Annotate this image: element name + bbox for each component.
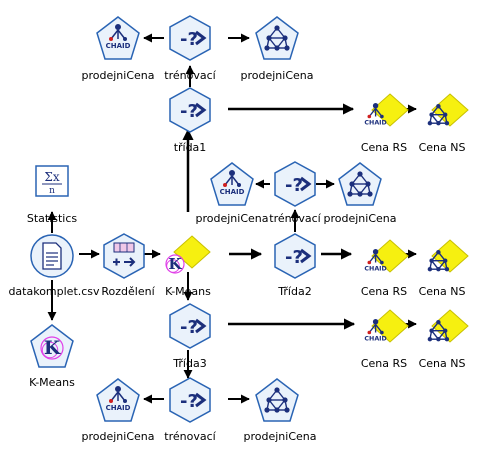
node-net-top-label: prodejniCena (240, 69, 314, 82)
chaid-model-node-icon: CHAID (364, 309, 409, 343)
node-net-mid-label: prodejniCena (323, 212, 397, 225)
chaid-model-node-icon: CHAID (364, 93, 409, 127)
net-node-icon (255, 378, 299, 422)
source-node-icon (30, 234, 74, 278)
svg-text:n: n (49, 186, 55, 196)
node-train-bot-label: trénovací (164, 430, 216, 443)
svg-text:CHAID: CHAID (364, 336, 386, 343)
node-kmeans-build-label: K-Means (29, 376, 75, 389)
svg-text:K: K (44, 337, 61, 359)
net-model-node-icon (427, 93, 469, 127)
node-cena-rs-3-label: Cena RS (360, 357, 408, 370)
chaid-model-node-icon: CHAID (364, 239, 409, 273)
node-source-label: datakomplet.csv (8, 285, 100, 298)
node-net-top[interactable] (253, 14, 301, 62)
node-net-mid[interactable] (336, 160, 384, 208)
node-trida3-label: Třída3 (173, 357, 207, 370)
node-statistics[interactable]: Σx n (28, 160, 76, 208)
node-train-mid-label: trénovací (269, 212, 321, 225)
node-net-bot[interactable] (253, 376, 301, 424)
net-node-icon (255, 16, 299, 60)
svg-text:CHAID: CHAID (364, 266, 386, 273)
hex-node-icon: -? (274, 161, 316, 207)
node-chaid-bot[interactable]: CHAID (94, 376, 142, 424)
node-cena-ns-1[interactable] (420, 90, 469, 138)
svg-text:CHAID: CHAID (106, 404, 131, 412)
kmeans-model-node-icon: K (165, 235, 211, 274)
node-kmeans-model-label: K-Means (165, 285, 211, 298)
node-kmeans-build[interactable]: K (28, 322, 76, 370)
node-statistics-label: Statistics (26, 212, 78, 225)
chaid-node-icon: CHAID (96, 16, 140, 60)
svg-text:Σx: Σx (44, 170, 59, 184)
node-cena-rs-1-label: Cena RS (360, 141, 408, 154)
node-cena-ns-3[interactable] (420, 306, 469, 354)
node-trida2-label: Třída2 (278, 285, 312, 298)
node-chaid-mid[interactable]: CHAID (208, 160, 256, 208)
net-model-node-icon (427, 309, 469, 343)
partition-node-icon (103, 233, 145, 279)
node-cena-rs-1[interactable]: CHAID (360, 90, 409, 138)
net-model-node-icon (427, 239, 469, 273)
kmeans-node-icon: K (30, 324, 74, 368)
node-trida1[interactable]: -? (166, 86, 214, 134)
node-cena-ns-2[interactable] (420, 236, 469, 284)
node-kmeans-model[interactable]: K (162, 232, 211, 280)
chaid-node-icon: CHAID (210, 162, 254, 206)
node-train-mid[interactable]: -? (271, 160, 319, 208)
node-cena-ns-2-label: Cena NS (418, 285, 466, 298)
node-source[interactable] (28, 232, 76, 280)
hex-node-icon: -? (169, 377, 211, 423)
chaid-node-icon: CHAID (96, 378, 140, 422)
node-train-top-label: trénovací (164, 69, 216, 82)
svg-text:CHAID: CHAID (106, 42, 131, 50)
hex-node-icon: -? (274, 233, 316, 279)
node-cena-rs-2-label: Cena RS (360, 285, 408, 298)
net-node-icon (338, 162, 382, 206)
node-partition-label: Rozdělení (101, 285, 155, 298)
hex-node-icon: -? (169, 303, 211, 349)
node-chaid-mid-label: prodejniCena (195, 212, 269, 225)
svg-text:-?: -? (180, 317, 198, 338)
node-trida2[interactable]: -? (271, 232, 319, 280)
statistics-node-icon: Σx n (35, 165, 69, 197)
node-trida1-label: třída1 (173, 141, 207, 154)
node-cena-rs-2[interactable]: CHAID (360, 236, 409, 284)
node-chaid-top[interactable]: CHAID (94, 14, 142, 62)
node-trida3[interactable]: -? (166, 302, 214, 350)
svg-text:CHAID: CHAID (364, 120, 386, 127)
svg-text:-?: -? (180, 29, 198, 50)
svg-text:-?: -? (285, 175, 303, 196)
node-partition[interactable] (100, 232, 148, 280)
node-train-top[interactable]: -? (166, 14, 214, 62)
node-chaid-top-label: prodejniCena (81, 69, 155, 82)
node-cena-ns-3-label: Cena NS (418, 357, 466, 370)
svg-text:K: K (168, 255, 182, 273)
node-net-bot-label: prodejniCena (243, 430, 317, 443)
hex-node-icon: -? (169, 15, 211, 61)
node-train-bot[interactable]: -? (166, 376, 214, 424)
svg-text:CHAID: CHAID (220, 188, 245, 196)
node-cena-ns-1-label: Cena NS (418, 141, 466, 154)
svg-text:-?: -? (180, 391, 198, 412)
hex-node-icon: -? (169, 87, 211, 133)
svg-text:-?: -? (285, 247, 303, 268)
node-chaid-bot-label: prodejniCena (81, 430, 155, 443)
node-cena-rs-3[interactable]: CHAID (360, 306, 409, 354)
svg-text:-?: -? (180, 101, 198, 122)
